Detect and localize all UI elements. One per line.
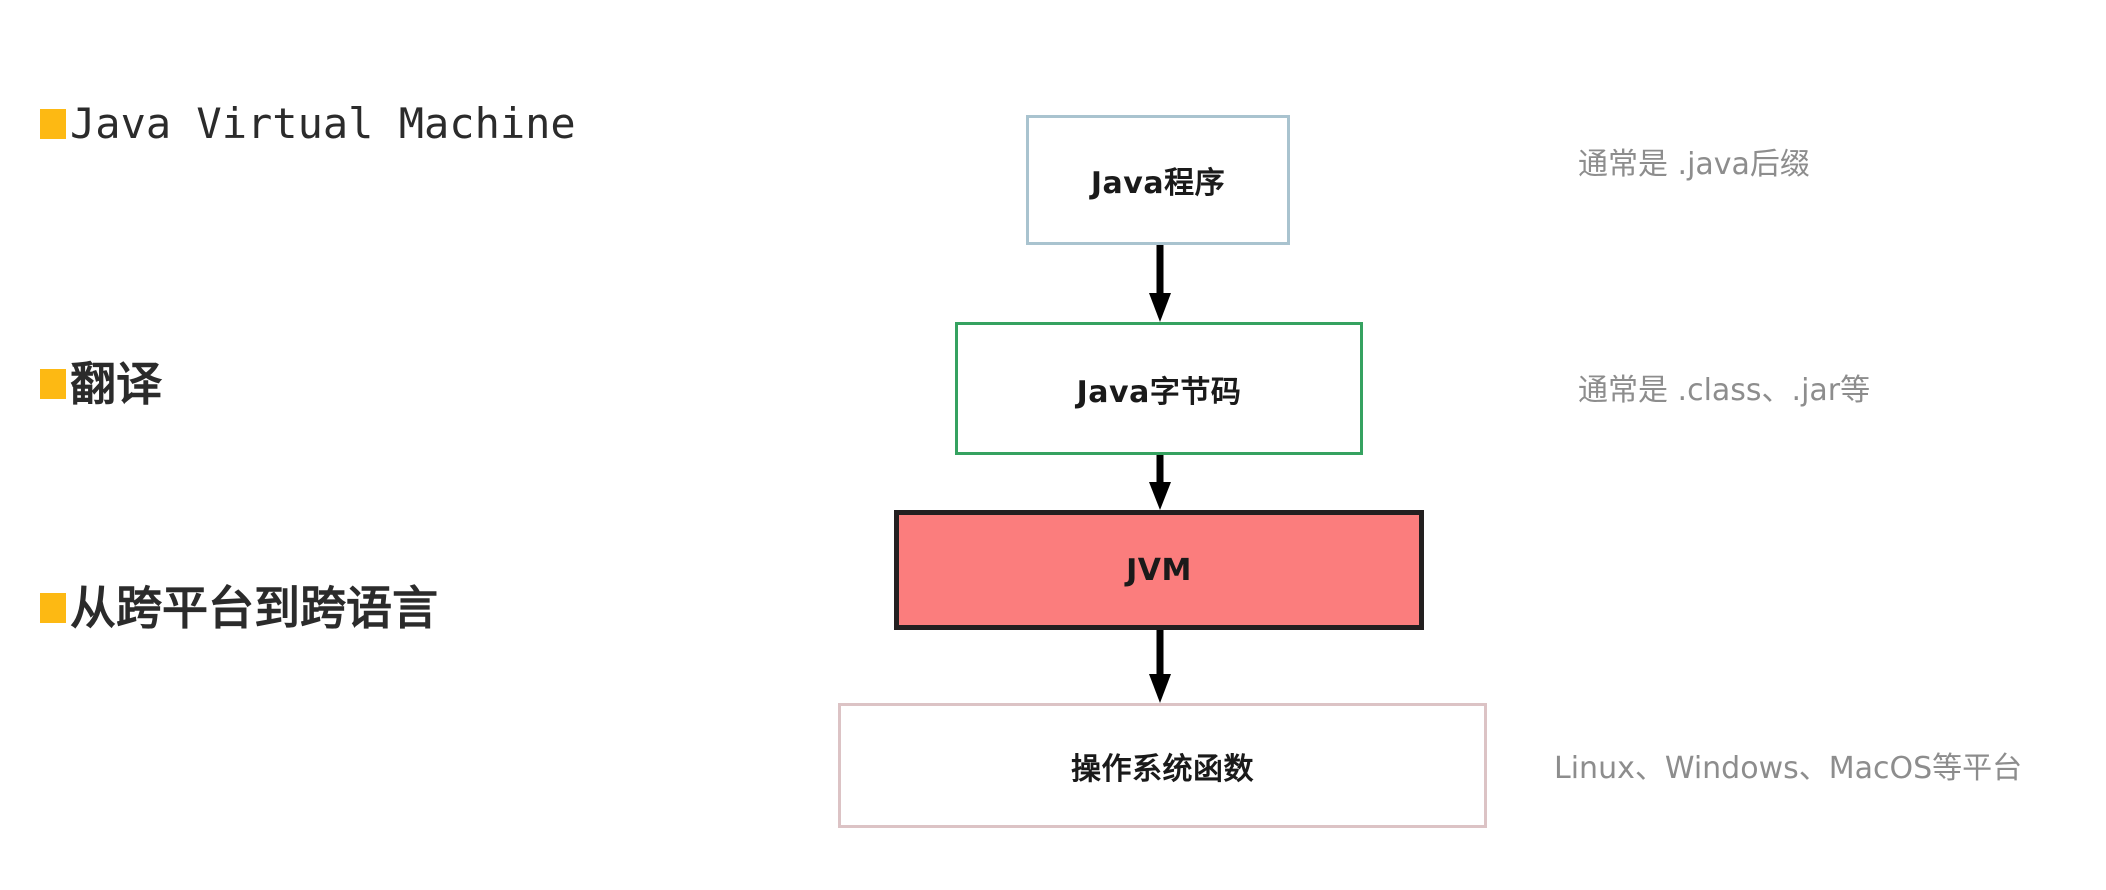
bullet-item-java-virtual-machine: Java Virtual Machine: [40, 103, 576, 145]
bullet-label: 翻译: [70, 357, 162, 411]
arrow-java-program-to-bytecode: [1148, 245, 1172, 322]
annotation-bytecode-formats: 通常是 .class、.jar等: [1578, 373, 1871, 408]
flow-box-label: 操作系统函数: [1071, 751, 1254, 787]
flow-box-label: Java程序: [1090, 166, 1226, 201]
bullet-square-icon: [40, 369, 66, 399]
annotation-platforms: Linux、Windows、MacOS等平台: [1554, 751, 2023, 786]
flow-box-label: Java字节码: [1076, 374, 1242, 410]
flow-box-java-program: Java程序: [1026, 115, 1290, 245]
arrow-bytecode-to-jvm: [1148, 455, 1172, 510]
bullet-item-cross-platform-to-cross-language: 从跨平台到跨语言: [40, 585, 438, 631]
arrow-jvm-to-operating-system: [1148, 630, 1172, 703]
annotation-java-source-suffix: 通常是 .java后缀: [1578, 147, 1810, 182]
bullet-square-icon: [40, 109, 66, 139]
bullet-item-translate: 翻译: [40, 361, 162, 407]
bullet-label: Java Virtual Machine: [70, 99, 576, 148]
bullet-label: 从跨平台到跨语言: [70, 581, 438, 635]
bullet-square-icon: [40, 593, 66, 623]
flow-box-label: JVM: [1126, 552, 1192, 588]
flow-box-jvm: JVM: [894, 510, 1424, 630]
flow-box-java-bytecode: Java字节码: [955, 322, 1363, 455]
flow-box-operating-system-functions: 操作系统函数: [838, 703, 1487, 828]
